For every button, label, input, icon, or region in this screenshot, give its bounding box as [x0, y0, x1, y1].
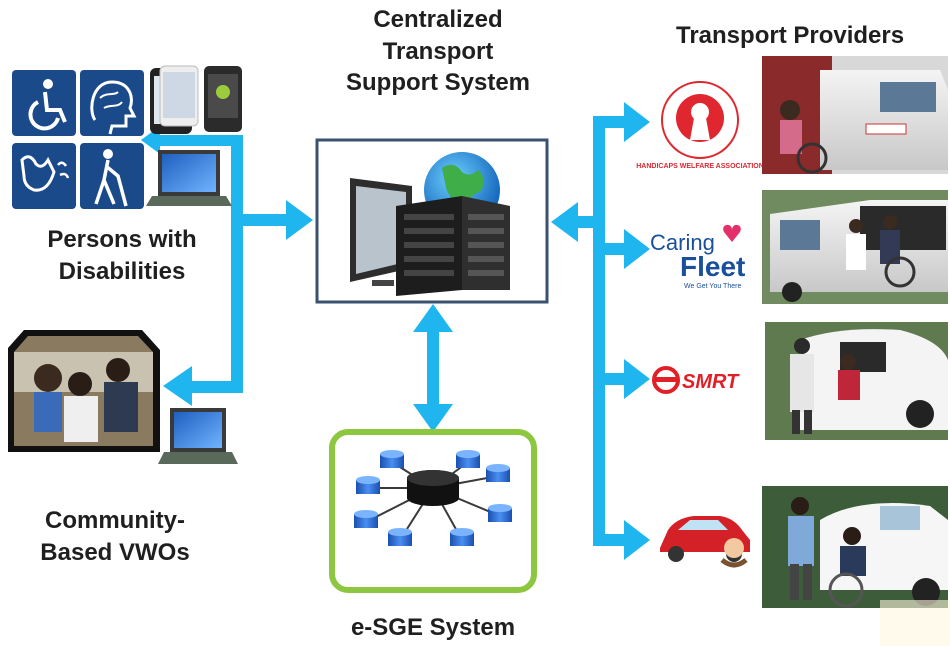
esge-arrow-head-bottom — [413, 404, 453, 432]
smrt-logo: SMRT — [652, 366, 740, 394]
vwos-photo — [8, 330, 160, 452]
esge-box — [329, 429, 537, 593]
persons-title-line-2: Disabilities — [58, 257, 186, 285]
blind-person-icon — [80, 143, 144, 209]
red-car-driver-icon — [652, 506, 754, 568]
server-arrow-head — [286, 200, 313, 240]
network-hub-icon — [354, 450, 512, 546]
provider-4-arrow-head — [624, 520, 650, 560]
esge-arrow-head-top — [413, 304, 453, 332]
center-title-line-3: Support System — [345, 69, 531, 97]
provider-photo-3 — [765, 322, 948, 440]
arrows — [141, 102, 650, 560]
laptop-icon — [146, 150, 232, 206]
provider-photo-4 — [762, 486, 948, 608]
right-server-arrow-shaft — [572, 216, 605, 228]
vwos-arrow-shaft — [188, 381, 243, 393]
esge-title-text: e-SGE System — [350, 614, 516, 641]
vwos-title-line-2: Based VWOs — [40, 538, 190, 566]
provider-1-arrow-head — [624, 102, 650, 142]
esge-title: e-SGE System — [318, 612, 548, 644]
server-arrow-shaft — [231, 214, 289, 226]
provider-photo-2 — [762, 190, 948, 304]
caring-logo-line2: Fleet — [680, 251, 745, 282]
server-rack-icon — [396, 196, 510, 296]
brain-icon — [80, 70, 144, 136]
server-box — [315, 138, 549, 304]
provider-2-arrow-shaft — [593, 243, 628, 255]
provider-1-arrow-shaft — [593, 116, 628, 128]
smartphones-icon — [150, 65, 242, 134]
vwos-arrow-head — [163, 366, 192, 406]
background-accent — [880, 600, 950, 646]
provider-3-arrow-shaft — [593, 373, 628, 385]
vwos-laptop-icon — [158, 408, 238, 464]
right-server-arrow-head — [551, 202, 578, 242]
provider-3-arrow-head — [624, 359, 650, 399]
hwa-keyhole-logo: HANDICAPS WELFARE ASSOCIATION — [636, 81, 764, 170]
left-bus-line — [231, 135, 243, 393]
persons-title: Persons with Disabilities — [22, 224, 222, 287]
provider-2-arrow-head — [624, 229, 650, 269]
caring-logo-tagline: We Get You There — [684, 283, 741, 290]
esge-arrow-shaft — [427, 327, 439, 407]
caring-logo-line1: Caring — [650, 230, 715, 255]
provider-photo-1 — [762, 56, 948, 174]
wheelchair-icon — [12, 70, 76, 136]
center-title-line-1: Centralized — [373, 6, 503, 33]
sign-language-icon — [12, 143, 76, 209]
persons-arrow-shaft — [158, 135, 243, 146]
vwos-title: Community- Based VWOs — [10, 505, 220, 568]
vwos-title-line-1: Community- — [45, 507, 185, 534]
providers-title-text: Transport Providers — [676, 22, 905, 49]
providers-title: Transport Providers — [676, 20, 950, 52]
hwa-logo-text: HANDICAPS WELFARE ASSOCIATION — [636, 163, 764, 170]
provider-4-arrow-shaft — [593, 534, 628, 546]
right-bus-line — [593, 116, 605, 546]
smrt-logo-text: SMRT — [682, 371, 740, 393]
center-title: Centralized Transport Support System — [318, 4, 558, 99]
disability-icons — [12, 70, 144, 209]
caring-fleet-logo: Caring Fleet We Get You There — [650, 224, 745, 290]
center-title-line-2: Transport — [382, 37, 494, 65]
persons-title-line-1: Persons with — [47, 226, 197, 253]
